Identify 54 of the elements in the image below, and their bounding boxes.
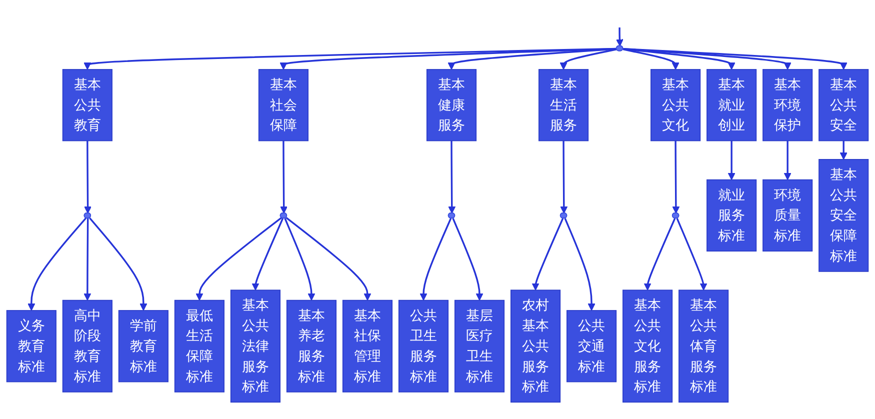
node-box: 学前教育标准 <box>118 310 168 382</box>
arrow <box>560 48 618 70</box>
node-box: 基本公共安全保障标准 <box>818 159 869 272</box>
node-box: 义务教育标准 <box>6 310 56 382</box>
arrow <box>676 218 708 290</box>
node-box: 最低生活保障标准 <box>174 300 224 392</box>
arrow <box>84 48 617 70</box>
node-box: 基本健康服务 <box>426 69 477 142</box>
node-box: 基本公共文化服务标准 <box>622 290 673 403</box>
node-box: 基本社会保障 <box>258 69 308 142</box>
arrow <box>564 218 596 311</box>
node-box: 基本养老服务标准 <box>286 300 336 392</box>
arrow <box>420 218 452 301</box>
arrow <box>196 217 282 301</box>
arrow <box>84 140 92 214</box>
arrow <box>623 48 736 70</box>
arrow <box>840 140 848 160</box>
arrow <box>280 140 288 214</box>
arrow <box>252 218 284 290</box>
node-box: 基层医疗卫生标准 <box>454 300 505 392</box>
arrow <box>452 218 484 301</box>
node-box: 基本公共文化 <box>650 69 701 142</box>
node-box: 基本生活服务 <box>538 69 589 142</box>
arrow <box>284 218 316 301</box>
arrow <box>89 218 148 311</box>
arrow <box>623 48 848 70</box>
node-box: 就业服务标准 <box>706 179 757 252</box>
arrow <box>84 218 92 301</box>
arrow <box>28 218 87 311</box>
arrow <box>532 218 564 290</box>
arrow <box>448 140 456 214</box>
node-box: 基本社保管理标准 <box>342 300 393 392</box>
arrow <box>644 218 676 290</box>
arrow <box>286 217 372 301</box>
arrow <box>448 48 617 70</box>
node-box: 基本公共安全 <box>818 69 869 142</box>
arrow <box>280 48 617 70</box>
arrow <box>728 140 736 180</box>
arrow <box>672 140 680 214</box>
node-box: 环境质量标准 <box>762 179 813 252</box>
arrow <box>560 140 568 214</box>
node-box: 高中阶段教育标准 <box>62 300 112 392</box>
arrow <box>616 27 624 46</box>
node-box: 基本公共法律服务标准 <box>230 290 280 403</box>
node-box: 基本公共体育服务标准 <box>678 290 729 403</box>
arrow <box>622 48 680 70</box>
node-box: 基本环境保护 <box>762 69 813 142</box>
node-box: 基本公共教育 <box>62 69 112 142</box>
node-box: 基本就业创业 <box>706 69 757 142</box>
arrow <box>784 140 792 180</box>
arrow <box>623 48 792 70</box>
node-box: 公共卫生服务标准 <box>398 300 449 392</box>
node-box: 公共交通标准 <box>566 310 617 382</box>
node-box: 农村基本公共服务标准 <box>510 290 561 403</box>
